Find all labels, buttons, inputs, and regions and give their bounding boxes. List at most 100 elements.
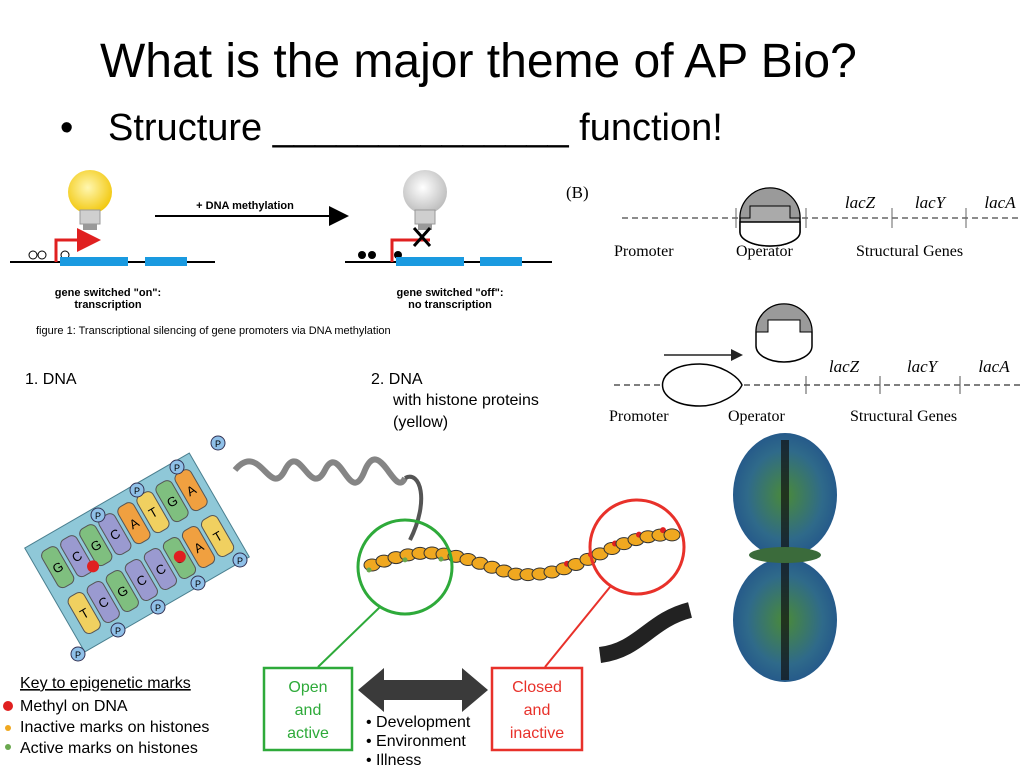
phosphate-icon (169, 459, 185, 475)
key-title: Key to epigenetic marks (20, 675, 191, 692)
dna-label: 1. DNA (25, 371, 77, 388)
bulb-on-icon (68, 170, 112, 230)
fiber-link (404, 474, 424, 541)
operator-label-2: Operator (728, 408, 786, 425)
open-chromatin-circle (356, 518, 454, 616)
chromosome-icon (733, 433, 837, 682)
open-pointer (317, 606, 381, 668)
structural-label: Structural Genes (856, 243, 963, 260)
factor-illness: • Illness (366, 752, 421, 768)
gene-block (60, 257, 128, 266)
gene-label-lacy: lacY (915, 193, 947, 212)
closed-chromatin-circle (588, 498, 686, 596)
active-mark-dot (438, 556, 444, 562)
phosphate-icon (150, 599, 166, 615)
key-item-methyl: Methyl on DNA (20, 698, 128, 715)
dna-ladder: GCGCATGATCGCCGAT (24, 452, 250, 653)
methylation-figure: + DNA methylation gene switched "on": tr… (10, 170, 552, 337)
methylated-mark (368, 251, 376, 259)
phosphate-letter: P (115, 626, 121, 636)
closed-label-3: inactive (510, 725, 564, 742)
closed-inactive-box (490, 666, 584, 752)
histone-label-1: 2. DNA (371, 371, 423, 388)
bulb-off-icon (403, 170, 447, 230)
off-label-1: gene switched "off": (397, 287, 504, 299)
histone-label-2: with histone proteins (392, 392, 539, 409)
closed-pointer (544, 586, 611, 668)
phosphate-letter: P (237, 556, 243, 566)
active-key-dot (5, 744, 11, 750)
structural-label-2: Structural Genes (850, 408, 957, 425)
base-block (60, 535, 94, 578)
gene-label-lacy-2: lacY (907, 357, 939, 376)
promoter-label-2: Promoter (609, 408, 669, 425)
condensed-fiber (598, 602, 693, 663)
open-label-1: Open (288, 679, 327, 696)
factor-environment: • Environment (366, 733, 466, 750)
base-block (67, 592, 101, 635)
double-arrow-icon (358, 668, 488, 712)
open-active-box (262, 666, 354, 752)
dna-coil (232, 456, 408, 486)
phosphate-letter: P (195, 579, 201, 589)
base-pairs: GCGCATGATCGCCGAT (41, 469, 235, 635)
gene-label-lacz: lacZ (845, 193, 876, 212)
active-mark-dot (402, 557, 408, 563)
gene-label-laca-2: lacA (978, 357, 1010, 376)
off-label-2: no transcription (408, 299, 492, 311)
phosphate-icon (110, 622, 126, 638)
base-block (41, 546, 75, 589)
operon-figure: (B) lacZ lacY lacA Promoter Operator Str… (566, 183, 1020, 425)
active-mark-dot (366, 567, 372, 573)
unmethylated-mark (28, 250, 38, 260)
repressor-free-icon (755, 303, 813, 363)
on-label-1: gene switched "on": (55, 287, 161, 299)
bullet-dot: • (60, 107, 74, 149)
histone-label-3: (yellow) (393, 414, 448, 431)
base-block (86, 581, 120, 624)
phosphate-icon (232, 552, 248, 568)
panel-label: (B) (566, 183, 589, 202)
phosphate-icon (210, 435, 226, 451)
open-label-2: and (295, 702, 322, 719)
base-block (155, 480, 189, 523)
bullet-text: Structure ______________ function! (108, 107, 723, 149)
base-block (117, 502, 151, 545)
open-label-3: active (287, 725, 329, 742)
base-block (105, 570, 139, 613)
methyl-dot (660, 527, 666, 534)
base-block (181, 526, 216, 569)
methyl-key-dot (3, 701, 13, 711)
gene-block (480, 257, 522, 266)
methyl-mark (87, 560, 100, 573)
base-block (124, 559, 158, 602)
promoter-label: Promoter (614, 243, 674, 260)
methylation-arrow-label: + DNA methylation (196, 200, 294, 212)
phosphate-icon (190, 575, 206, 591)
methyl-mark (173, 550, 186, 563)
inactive-key-dot (5, 725, 11, 731)
rna-polymerase-icon (661, 363, 743, 407)
closed-label-2: and (524, 702, 551, 719)
gene-label-lacz-2: lacZ (829, 357, 860, 376)
unmethylated-mark (37, 250, 47, 260)
factor-development: • Development (366, 714, 471, 731)
phosphate-icon (90, 507, 106, 523)
operator-label: Operator (736, 243, 794, 260)
methylation-caption: figure 1: Transcriptional silencing of g… (36, 325, 391, 337)
phosphate-letter: P (95, 511, 101, 521)
base-block (79, 524, 113, 567)
slide-bullet: • Structure ______________ function! (60, 107, 723, 150)
phosphate-letter: P (134, 486, 140, 496)
nucleosome-icon (663, 528, 681, 542)
chromatin-figure: 1. DNA 2. DNA with histone proteins (yel… (3, 371, 837, 768)
methylated-mark (358, 251, 366, 259)
closed-label-1: Closed (512, 679, 562, 696)
phosphate-letter: P (215, 439, 221, 449)
key-item-inactive: Inactive marks on histones (20, 719, 209, 736)
slide-title: What is the major theme of AP Bio? (100, 35, 857, 88)
phosphate-letter: P (155, 603, 161, 613)
phosphate-icon (129, 482, 145, 498)
